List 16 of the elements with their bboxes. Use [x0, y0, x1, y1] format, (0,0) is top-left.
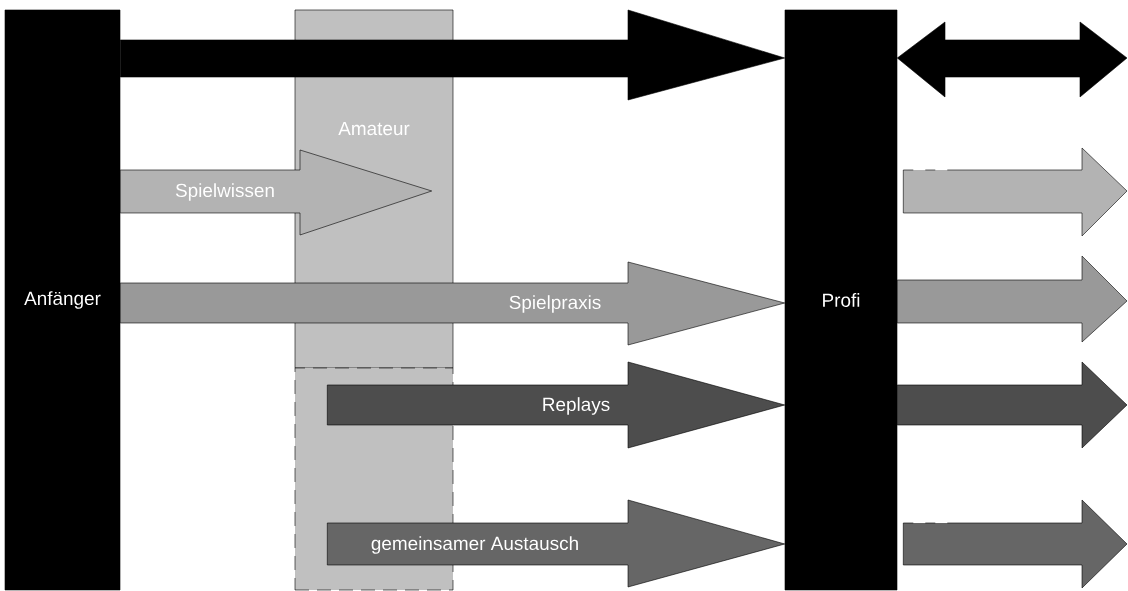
block-arrow — [327, 361, 785, 449]
block-arrow — [897, 255, 1128, 343]
block-arrow — [897, 21, 1128, 98]
edge-label: Spielpraxis — [509, 295, 601, 313]
block-arrow — [897, 361, 1128, 449]
level-bar: Profi — [784, 9, 898, 591]
block-arrow — [120, 149, 432, 236]
edge-label: Spielwissen — [175, 183, 274, 201]
edge-label: Replays — [543, 397, 610, 415]
block-arrow — [903, 499, 1128, 589]
block-arrow — [120, 261, 785, 346]
block-arrow — [120, 9, 785, 101]
level-bar: Anfänger — [4, 9, 121, 591]
block-arrow — [327, 499, 785, 588]
edge-label: gemeinsamer Austausch — [371, 536, 578, 554]
block-arrow — [903, 147, 1128, 237]
